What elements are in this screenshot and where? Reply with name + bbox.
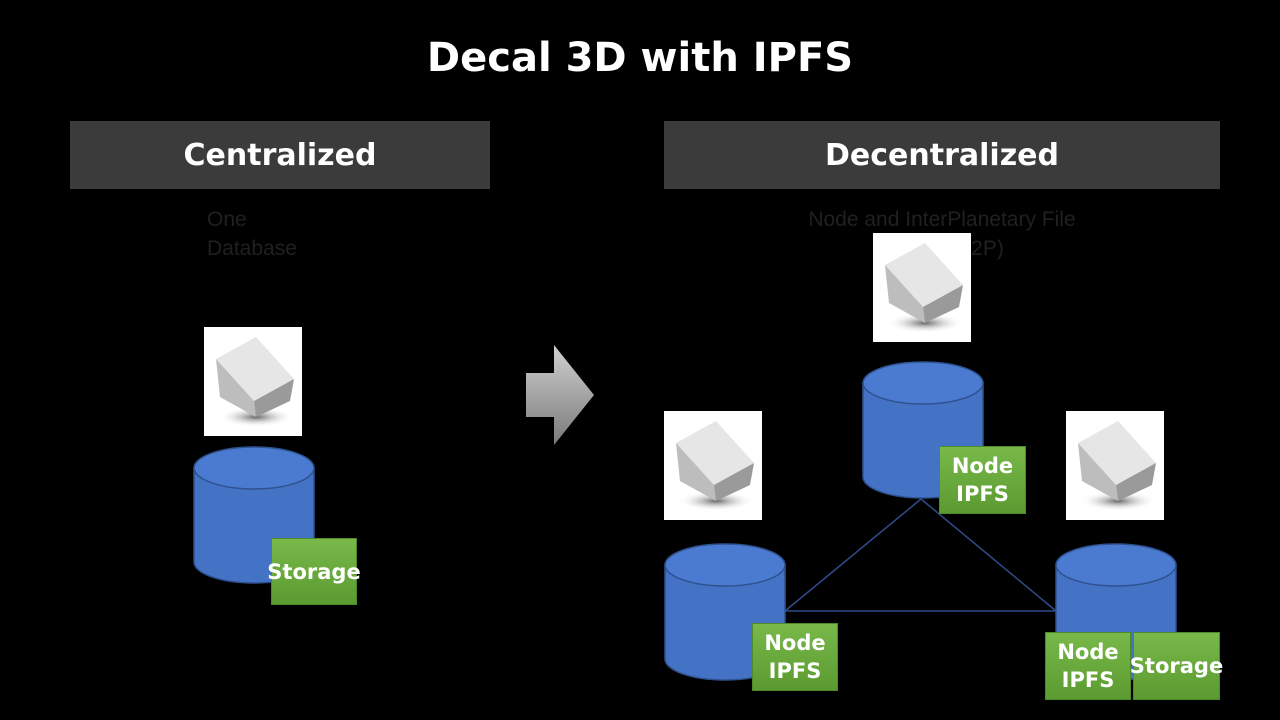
ipfs-label: IPFS (956, 482, 1009, 506)
cube-image-left-node (664, 411, 762, 520)
node-ipfs-box-left: Node IPFS (752, 623, 838, 691)
node-ipfs-box-top: Node IPFS (939, 446, 1026, 514)
cube-icon (1078, 421, 1156, 511)
storage-box-centralized: Storage (267, 538, 361, 605)
cube-icon (885, 243, 963, 333)
decentralized-header: Decentralized (664, 121, 1220, 189)
connection-top-left (784, 498, 922, 612)
cube-image-top-node (873, 233, 971, 342)
connection-top-right (920, 498, 1057, 612)
right-arrow-icon (526, 345, 594, 445)
cube-icon (676, 421, 754, 511)
storage-label: Storage (1129, 654, 1224, 678)
node-label: Node (1057, 640, 1119, 664)
decentralized-header-label: Decentralized (825, 137, 1059, 173)
centralized-caption: One Database (207, 205, 297, 263)
centralized-header: Centralized (70, 121, 490, 189)
storage-label: Storage (267, 559, 361, 584)
centralized-caption-line2: Database (207, 237, 297, 260)
slide-title: Decal 3D with IPFS (426, 35, 854, 81)
ipfs-label: IPFS (1061, 668, 1115, 692)
storage-box-decentralized: Storage (1129, 632, 1224, 700)
centralized-caption-line1: One (207, 208, 247, 231)
cube-icon (216, 337, 294, 427)
node-label: Node (951, 454, 1014, 478)
ipfs-label: IPFS (768, 659, 822, 683)
cube-image-right-node (1066, 411, 1164, 520)
centralized-header-label: Centralized (183, 137, 377, 173)
decentralized-caption-line1: Node and InterPlanetary File (808, 208, 1076, 231)
node-ipfs-box-right: Node IPFS (1045, 632, 1131, 700)
cube-image-centralized (204, 327, 302, 436)
node-label: Node (764, 631, 826, 655)
